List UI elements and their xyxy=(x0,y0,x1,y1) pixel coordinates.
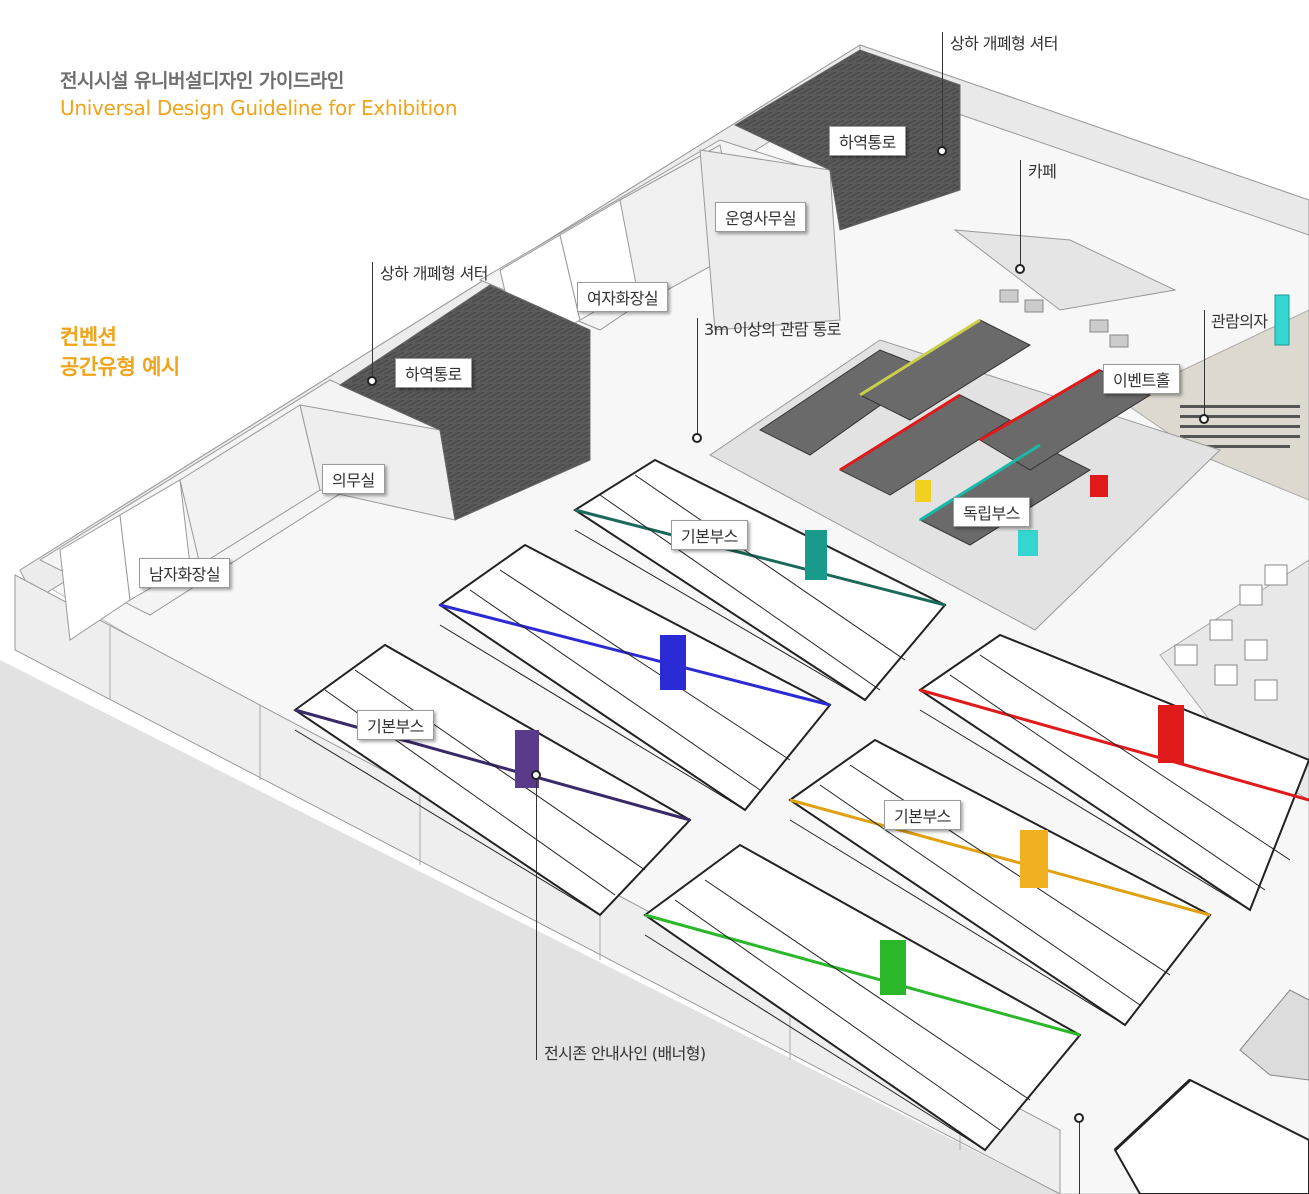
note-seating: 관람의자 xyxy=(1211,312,1268,331)
dot-bottom-right xyxy=(1074,1113,1084,1123)
independent-booth-yellow-panel xyxy=(915,480,931,502)
label-event-hall: 이벤트홀 xyxy=(1103,364,1180,394)
leader-cafe xyxy=(1020,160,1021,266)
label-mens-restroom: 남자화장실 xyxy=(139,558,231,588)
leader-seating xyxy=(1204,310,1205,418)
event-hall-banner xyxy=(1274,294,1290,346)
label-womens-restroom: 여자화장실 xyxy=(577,282,669,312)
booth-row-bottom-right xyxy=(1113,1078,1309,1194)
dot-aisle xyxy=(692,433,702,443)
side-title-line1: 컨벤션 xyxy=(60,325,117,349)
dot-banner-sign xyxy=(531,770,541,780)
stage-kiosk xyxy=(1239,989,1309,1081)
leader-bottom-right xyxy=(1079,1120,1080,1194)
label-basic-booth-yellow: 기본부스 xyxy=(884,800,961,830)
booth-row-blue xyxy=(438,543,832,812)
dot-shutter-upper xyxy=(937,146,947,156)
independent-booth-red-panel xyxy=(1090,475,1108,497)
event-hall-seating xyxy=(1180,405,1300,448)
leader-shutter-lower xyxy=(372,262,373,378)
note-banner-sign: 전시존 안내사인 (배너형) xyxy=(544,1044,706,1063)
note-cafe: 카페 xyxy=(1028,162,1057,181)
dot-shutter-lower xyxy=(367,376,377,386)
cafe-tables xyxy=(999,289,1129,348)
side-title-line2: 공간유형 예시 xyxy=(60,355,180,379)
booth-row-green xyxy=(643,843,1082,1152)
booth-row-teal xyxy=(573,458,947,702)
service-rooms xyxy=(38,139,841,641)
independent-booth-teal-panel xyxy=(1018,530,1038,556)
shutter-lower xyxy=(338,284,591,521)
label-operations-office: 운영사무실 xyxy=(715,202,807,232)
header-title-en: Universal Design Guideline for Exhibitio… xyxy=(60,96,458,120)
dot-cafe xyxy=(1015,264,1025,274)
note-shutter-lower: 상하 개폐형 셔터 xyxy=(380,264,488,283)
label-basic-booth-purple: 기본부스 xyxy=(357,710,434,740)
note-aisle: 3m 이상의 관람 통로 xyxy=(704,320,841,339)
leader-shutter-upper xyxy=(942,32,943,150)
cafe-area xyxy=(953,229,1177,311)
dot-seating xyxy=(1199,414,1209,424)
label-loading-passage-lower: 하역통로 xyxy=(395,358,472,388)
side-title: 컨벤션 공간유형 예시 xyxy=(60,322,180,382)
leader-banner-sign xyxy=(536,776,537,1060)
note-shutter-upper: 상하 개폐형 셔터 xyxy=(950,34,1058,53)
lounge-cubes xyxy=(1174,564,1288,701)
label-basic-booth-teal: 기본부스 xyxy=(671,520,748,550)
floor-shadow xyxy=(0,660,1060,1194)
label-infirmary: 의무실 xyxy=(322,464,385,494)
label-independent-booth: 독립부스 xyxy=(953,497,1030,527)
header-title-ko: 전시시설 유니버설디자인 가이드라인 xyxy=(60,70,344,92)
booth-row-red xyxy=(918,633,1309,912)
independent-booth-fascia xyxy=(839,318,1101,522)
leader-aisle xyxy=(697,318,698,436)
label-loading-passage-upper: 하역통로 xyxy=(829,126,906,156)
